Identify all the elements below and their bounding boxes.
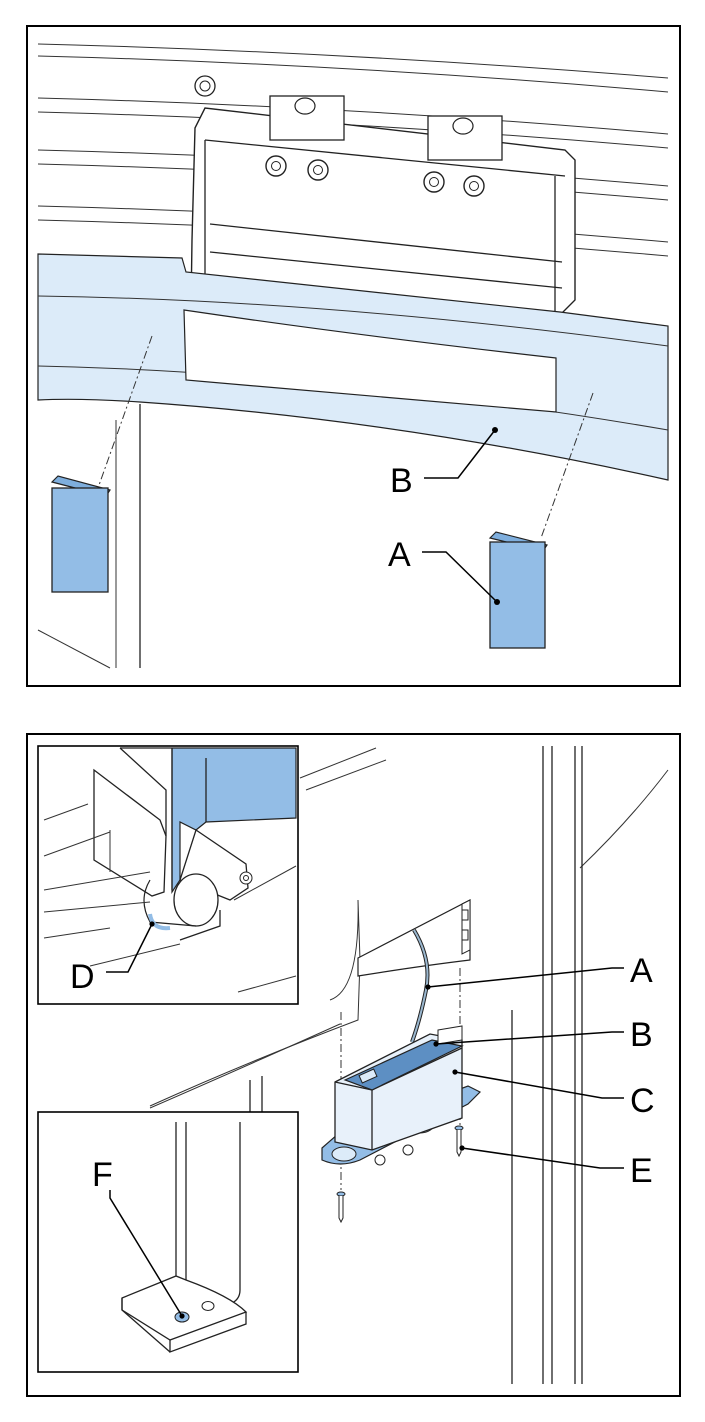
top-panel-frame (26, 25, 681, 687)
callout-b2-leader (435, 1031, 624, 1045)
floor-line (37, 629, 111, 669)
guide-line-right (540, 392, 594, 539)
bottom-panel: A B C E (26, 733, 681, 1397)
screw-left (336, 1191, 346, 1224)
callout-a-label: A (388, 536, 411, 574)
callout-e2-leader (461, 1147, 624, 1169)
callout-e2-label: E (630, 1152, 653, 1190)
inset-detail-d (37, 745, 299, 1005)
callout-b-label: B (390, 462, 413, 500)
top-panel: B A (26, 25, 681, 687)
bottom-panel-frame (26, 733, 681, 1397)
adhesive-pad-part-a (488, 531, 548, 649)
callout-c2-label: C (630, 1082, 655, 1120)
bottom-background (149, 746, 669, 1384)
screw-head-top (194, 75, 216, 97)
callout-b-leader (424, 429, 496, 479)
control-unit (321, 1025, 482, 1166)
screw-part-e (454, 1125, 464, 1158)
callout-b2-label: B (630, 1016, 653, 1054)
inset-detail-f (37, 1111, 299, 1373)
callout-f-label: F (92, 1156, 113, 1194)
callout-a-leader (422, 551, 498, 603)
cable-part-a-inner (411, 929, 429, 1043)
bracket-screws (265, 155, 485, 197)
wall-bracket (357, 899, 471, 977)
adhesive-pad-left (50, 475, 111, 593)
strip-part-b (37, 253, 669, 668)
callout-d-label: D (70, 958, 95, 996)
callout-a2-leader (427, 967, 624, 988)
callout-a2-label: A (630, 952, 653, 990)
callout-c2-leader (454, 1071, 624, 1099)
guide-line-left (97, 335, 153, 489)
